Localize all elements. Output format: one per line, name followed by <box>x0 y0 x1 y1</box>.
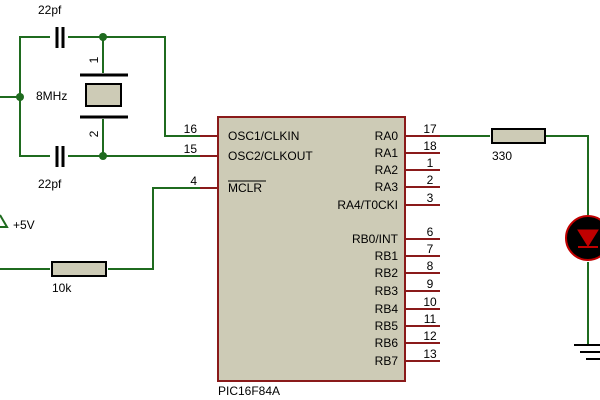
right-pin-name: RB7 <box>375 354 399 368</box>
left-pin-name: OSC2/CLKOUT <box>228 149 313 163</box>
right-pin-number: 18 <box>423 139 437 153</box>
right-pin-number: 6 <box>427 225 434 239</box>
supply-symbol <box>0 214 9 228</box>
right-pin-number: 17 <box>423 122 437 136</box>
mcu-name-label: PIC16F84A <box>218 384 280 398</box>
right-pin-name: RB1 <box>375 249 399 263</box>
resistor-mclr <box>51 261 107 277</box>
junctions <box>16 33 107 160</box>
c2-value-label: 22pf <box>38 177 62 191</box>
right-pin-name: RB2 <box>375 266 399 280</box>
led <box>565 215 600 261</box>
mcu-body <box>217 116 406 382</box>
junction-top <box>99 33 107 41</box>
right-pin-name: RB0/INT <box>352 232 399 246</box>
wire-led <box>546 135 589 215</box>
capacitor-c2 <box>55 146 65 167</box>
right-pin-name: RB6 <box>375 336 399 350</box>
right-pin-name: RB4 <box>375 302 399 316</box>
left-pin-name: OSC1/CLKIN <box>228 129 299 143</box>
wire-c1-right <box>68 36 200 137</box>
right-pin-number: 11 <box>424 312 437 326</box>
left-pin-number: 15 <box>184 142 198 156</box>
left-pin-number: 16 <box>184 122 198 136</box>
right-pin-number: 1 <box>427 156 434 170</box>
right-pin-number: 9 <box>427 277 434 291</box>
crystal-pin2-label: 2 <box>87 130 101 137</box>
junction-left <box>16 93 24 101</box>
left-pin-name: MCLR <box>228 181 262 195</box>
left-pin-number: 4 <box>190 174 197 188</box>
right-pin-name: RA1 <box>375 146 399 160</box>
wire-c2-left <box>19 97 50 157</box>
ground-symbol <box>574 344 600 360</box>
capacitor-c1 <box>55 27 65 48</box>
right-pin-number: 12 <box>423 329 437 343</box>
right-pin-number: 3 <box>427 191 434 205</box>
left-pin-lines <box>200 135 218 189</box>
wires <box>0 36 589 345</box>
right-pin-number: 7 <box>427 242 434 256</box>
right-pin-number: 8 <box>427 259 434 273</box>
right-pin-name: RB5 <box>375 319 399 333</box>
crystal <box>80 73 128 119</box>
right-pin-number: 10 <box>423 295 437 309</box>
crystal-value-label: 8MHz <box>36 89 67 103</box>
junction-bottom <box>99 152 107 160</box>
right-pin-name: RA4/T0CKI <box>337 198 398 212</box>
resistor-led <box>491 128 546 144</box>
supply-label: +5V <box>13 218 35 232</box>
resistor-led-value: 330 <box>492 149 512 163</box>
right-pin-name: RA3 <box>375 180 399 194</box>
wire-mclr <box>108 187 200 270</box>
right-pin-number: 13 <box>423 347 437 361</box>
right-pin-name: RA2 <box>375 163 399 177</box>
right-pin-name: RA0 <box>375 129 399 143</box>
c1-value-label: 22pf <box>38 3 62 17</box>
right-pin-number: 2 <box>427 173 434 187</box>
wire-c1-left <box>19 36 50 97</box>
right-pin-name: RB3 <box>375 284 399 298</box>
crystal-pin1-label: 1 <box>87 56 101 63</box>
resistor-mclr-value: 10k <box>52 281 72 295</box>
